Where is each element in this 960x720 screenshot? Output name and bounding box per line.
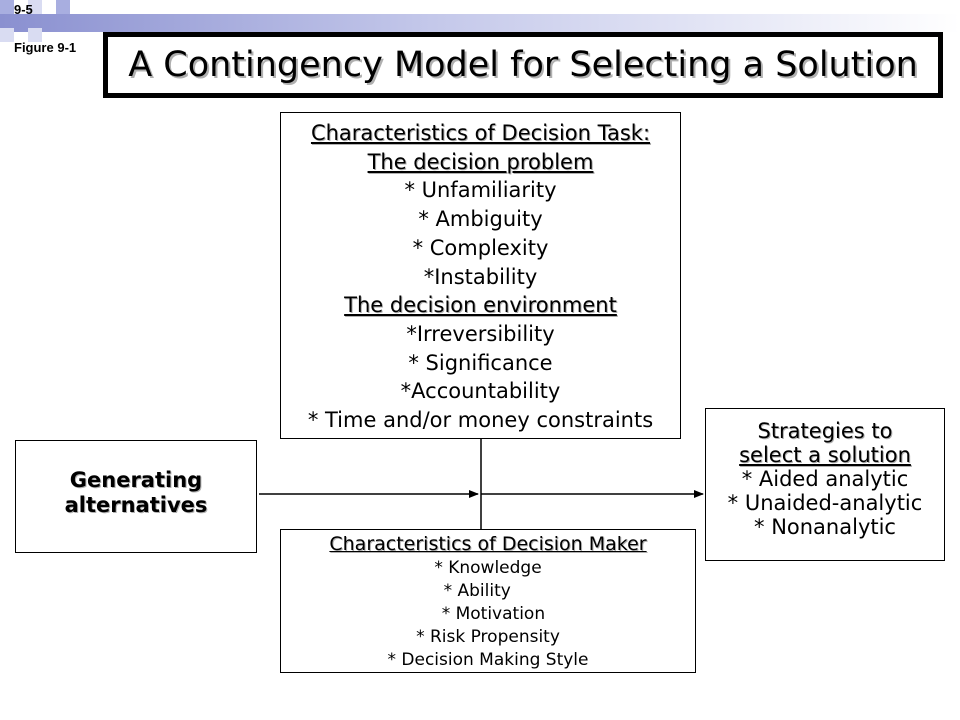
decorative-square — [0, 28, 14, 42]
maker-item: * Motivation — [430, 604, 546, 624]
environment-item: *Accountability — [400, 379, 561, 404]
environment-item: * Time and/or money constraints — [307, 408, 654, 433]
page-title: A Contingency Model for Selecting a Solu… — [128, 45, 918, 85]
problem-item: * Ambiguity — [418, 207, 543, 232]
problem-item: * Complexity — [412, 235, 549, 260]
slide-number: 9-5 — [14, 2, 33, 17]
decision-maker-box: Characteristics of Decision Maker * Know… — [280, 529, 696, 673]
decision-problem-heading: The decision problem — [367, 149, 594, 174]
strategy-item: * Unaided-analytic — [727, 491, 923, 515]
decision-task-heading: Characteristics of Decision Task: — [310, 121, 651, 145]
title-box: A Contingency Model for Selecting a Solu… — [103, 32, 943, 98]
maker-item: * Risk Propensity — [416, 627, 560, 647]
decorative-square — [0, 0, 14, 14]
decorative-square — [56, 0, 70, 14]
decorative-square — [28, 28, 42, 42]
alternatives-label: alternatives — [64, 492, 208, 517]
decision-task-box: Characteristics of Decision Task: The de… — [280, 112, 681, 439]
strategy-item: * Aided analytic — [741, 467, 909, 491]
strategies-heading-line2: select a solution — [739, 443, 911, 467]
problem-item: *Instability — [423, 264, 538, 289]
maker-item: * Ability — [443, 581, 533, 601]
problem-item: * Unfamiliarity — [404, 178, 557, 203]
figure-label: Figure 9-1 — [14, 40, 77, 55]
strategies-box: Strategies to select a solution * Aided … — [705, 408, 945, 561]
maker-item: * Knowledge — [434, 558, 542, 578]
maker-item: * Decision Making Style — [387, 650, 589, 670]
environment-item: * Significance — [408, 350, 553, 375]
environment-item: *Irreversibility — [406, 321, 555, 346]
decision-maker-heading: Characteristics of Decision Maker — [329, 533, 647, 555]
decision-environment-heading: The decision environment — [344, 293, 617, 318]
decorative-square — [28, 0, 42, 14]
generating-alternatives-box: Generating alternatives — [15, 440, 257, 553]
strategies-heading-line1: Strategies to — [757, 419, 893, 443]
generating-label: Generating — [69, 467, 203, 492]
strategy-item: * Nonanalytic — [754, 515, 896, 539]
header-gradient-bar — [0, 14, 960, 32]
